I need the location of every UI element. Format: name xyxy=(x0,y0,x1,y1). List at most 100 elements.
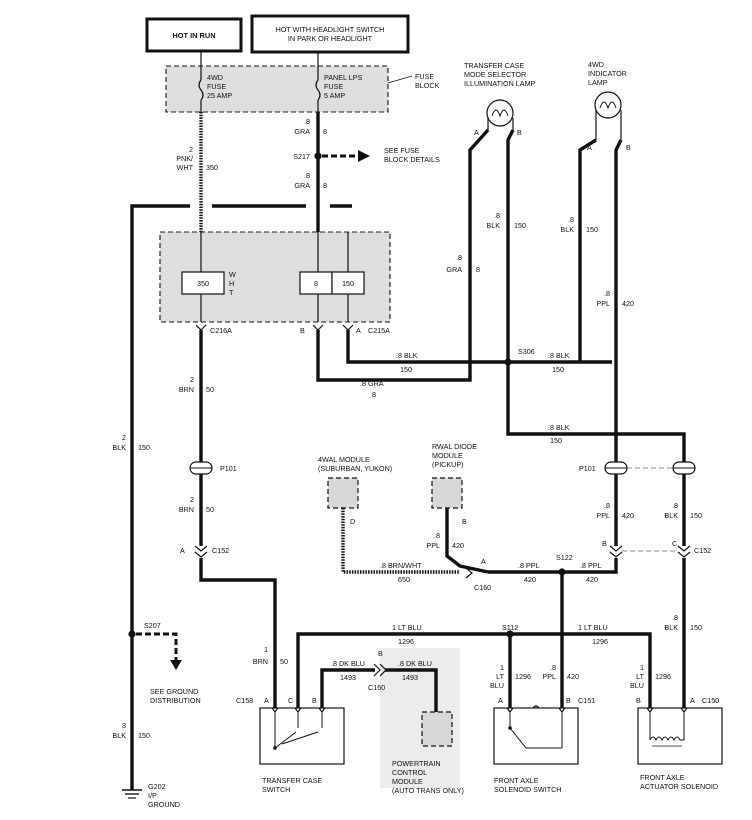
connector-label: C160 xyxy=(368,683,385,692)
connector-label: A xyxy=(264,696,269,705)
fuse-panel-label-2: FUSE xyxy=(324,82,343,91)
wire-label: .8 PPL xyxy=(580,561,602,570)
wire-label: BLK xyxy=(560,225,574,234)
connector-c152-left xyxy=(194,545,208,558)
wire-label: BLK xyxy=(112,731,126,740)
hot-in-run-box: HOT IN RUN xyxy=(145,17,243,53)
wire-label: 420 xyxy=(622,299,634,308)
ground-label: I/P xyxy=(148,791,157,800)
wire-label: .8 xyxy=(672,501,678,510)
wire-lt-blu-1296-right xyxy=(510,632,652,708)
lamp-filament-icon xyxy=(491,109,509,118)
wire-label: .8 GRA xyxy=(360,379,384,388)
connector-label: C152 xyxy=(212,546,229,555)
connector-label: A xyxy=(690,696,695,705)
wire-label: 1296 xyxy=(398,637,414,646)
wire-label: 50 xyxy=(206,505,214,514)
wire-label: 1493 xyxy=(402,673,418,682)
wire-label: 420 xyxy=(586,575,598,584)
connector-label: A xyxy=(180,546,185,555)
connector-p101-right xyxy=(604,461,696,475)
wire-label: .8 xyxy=(604,501,610,510)
connector-label: C158 xyxy=(236,696,253,705)
wire-label: 2 xyxy=(190,495,194,504)
wire-label: 150 xyxy=(400,365,412,374)
wire-label: .8 xyxy=(550,663,556,672)
wire-label: 1296 xyxy=(515,672,531,681)
terminal-label: 150 xyxy=(342,279,354,288)
component-label: TRANSFER CASE xyxy=(262,776,323,785)
splice-label: S217 xyxy=(293,152,310,161)
splice-s207 xyxy=(128,630,136,638)
wire-label: 1296 xyxy=(592,637,608,646)
connector-label: B xyxy=(636,696,641,705)
hot-headlight-label-1: HOT WITH HEADLIGHT SWITCH xyxy=(276,25,385,34)
connector-label: P101 xyxy=(220,464,237,473)
wire-label: BRN xyxy=(179,385,194,394)
fuse-4wd-label-2: FUSE xyxy=(207,82,226,91)
wire-label: 1 xyxy=(500,663,504,672)
connector-label: B xyxy=(602,539,607,548)
wire-label: .8 xyxy=(672,613,678,622)
wire-label: 420 xyxy=(524,575,536,584)
wire-brn-50-lower xyxy=(199,558,277,708)
splice-label: S122 xyxy=(556,553,573,562)
wire-dk-blu-1493 xyxy=(320,668,375,708)
wire-label: BLK xyxy=(112,443,126,452)
connector-label: B xyxy=(566,696,571,705)
connector-label: A xyxy=(481,557,486,566)
wire-label: 50 xyxy=(206,385,214,394)
wire-label: LT xyxy=(496,672,504,681)
component-label: 4WD xyxy=(588,60,604,69)
wire-label: .8 xyxy=(604,289,610,298)
connector-label: B xyxy=(300,326,305,335)
wire-label: .8 xyxy=(304,171,310,180)
wire-label: BRN xyxy=(179,505,194,514)
component-label: ACTUATOR SOLENOID xyxy=(640,782,718,791)
wire-label: 8 xyxy=(323,181,327,190)
hot-headlight-label-2: IN PARK OR HEADLIGHT xyxy=(288,34,373,43)
wire-label: PPL xyxy=(596,511,610,520)
wire-label: 420 xyxy=(452,541,464,550)
wire-label: .8 BRN/WHT xyxy=(380,561,422,570)
wire-lt-blu-1296 xyxy=(296,632,510,708)
fuse-block-label-1: FUSE xyxy=(415,72,434,81)
ground-label: G202 xyxy=(148,782,166,791)
component-label: SWITCH xyxy=(262,785,290,794)
wire-label: 350 xyxy=(206,163,218,172)
see-ground-label: DISTRIBUTION xyxy=(150,696,201,705)
connector-label: A xyxy=(587,143,592,152)
component-label: FRONT AXLE xyxy=(640,773,685,782)
wire-label: 8 xyxy=(372,390,376,399)
cluster-module: 350 W H T 8 150 xyxy=(159,231,391,323)
transfer-case-switch xyxy=(259,707,345,765)
connector-label: C150 xyxy=(702,696,719,705)
wire-label: 420 xyxy=(622,511,634,520)
connector-label: B xyxy=(378,649,383,658)
wire-blk-150-left xyxy=(130,204,190,790)
wire-label: PNK/ xyxy=(176,154,193,163)
wire-label: 2 xyxy=(122,433,126,442)
connector-label: A xyxy=(356,326,361,335)
lamp-filament-icon xyxy=(599,101,617,110)
terminal-label: H xyxy=(229,279,234,288)
wire-blk-150-ind xyxy=(578,138,597,362)
component-label: (SUBURBAN, YUKON) xyxy=(318,464,392,473)
wire-label: 150 xyxy=(138,731,150,740)
component-label: RWAL DIODE xyxy=(432,442,477,451)
wire-label: 1493 xyxy=(340,673,356,682)
wire-label: BLU xyxy=(490,681,504,690)
wire-label: BLK xyxy=(664,623,678,632)
wire-label: 150 xyxy=(690,623,702,632)
connector-label: C160 xyxy=(474,583,491,592)
see-fuse-label: SEE FUSE xyxy=(384,146,420,155)
wire-label: BLK xyxy=(664,511,678,520)
terminal-label: T xyxy=(229,288,234,297)
fuse-4wd-icon xyxy=(198,79,204,101)
component-label: (AUTO TRANS ONLY) xyxy=(392,786,464,795)
terminal-label: 350 xyxy=(197,279,209,288)
component-label: INDICATOR xyxy=(588,69,627,78)
wire-label: GRA xyxy=(446,265,462,274)
connector-label: C216A xyxy=(210,326,232,335)
